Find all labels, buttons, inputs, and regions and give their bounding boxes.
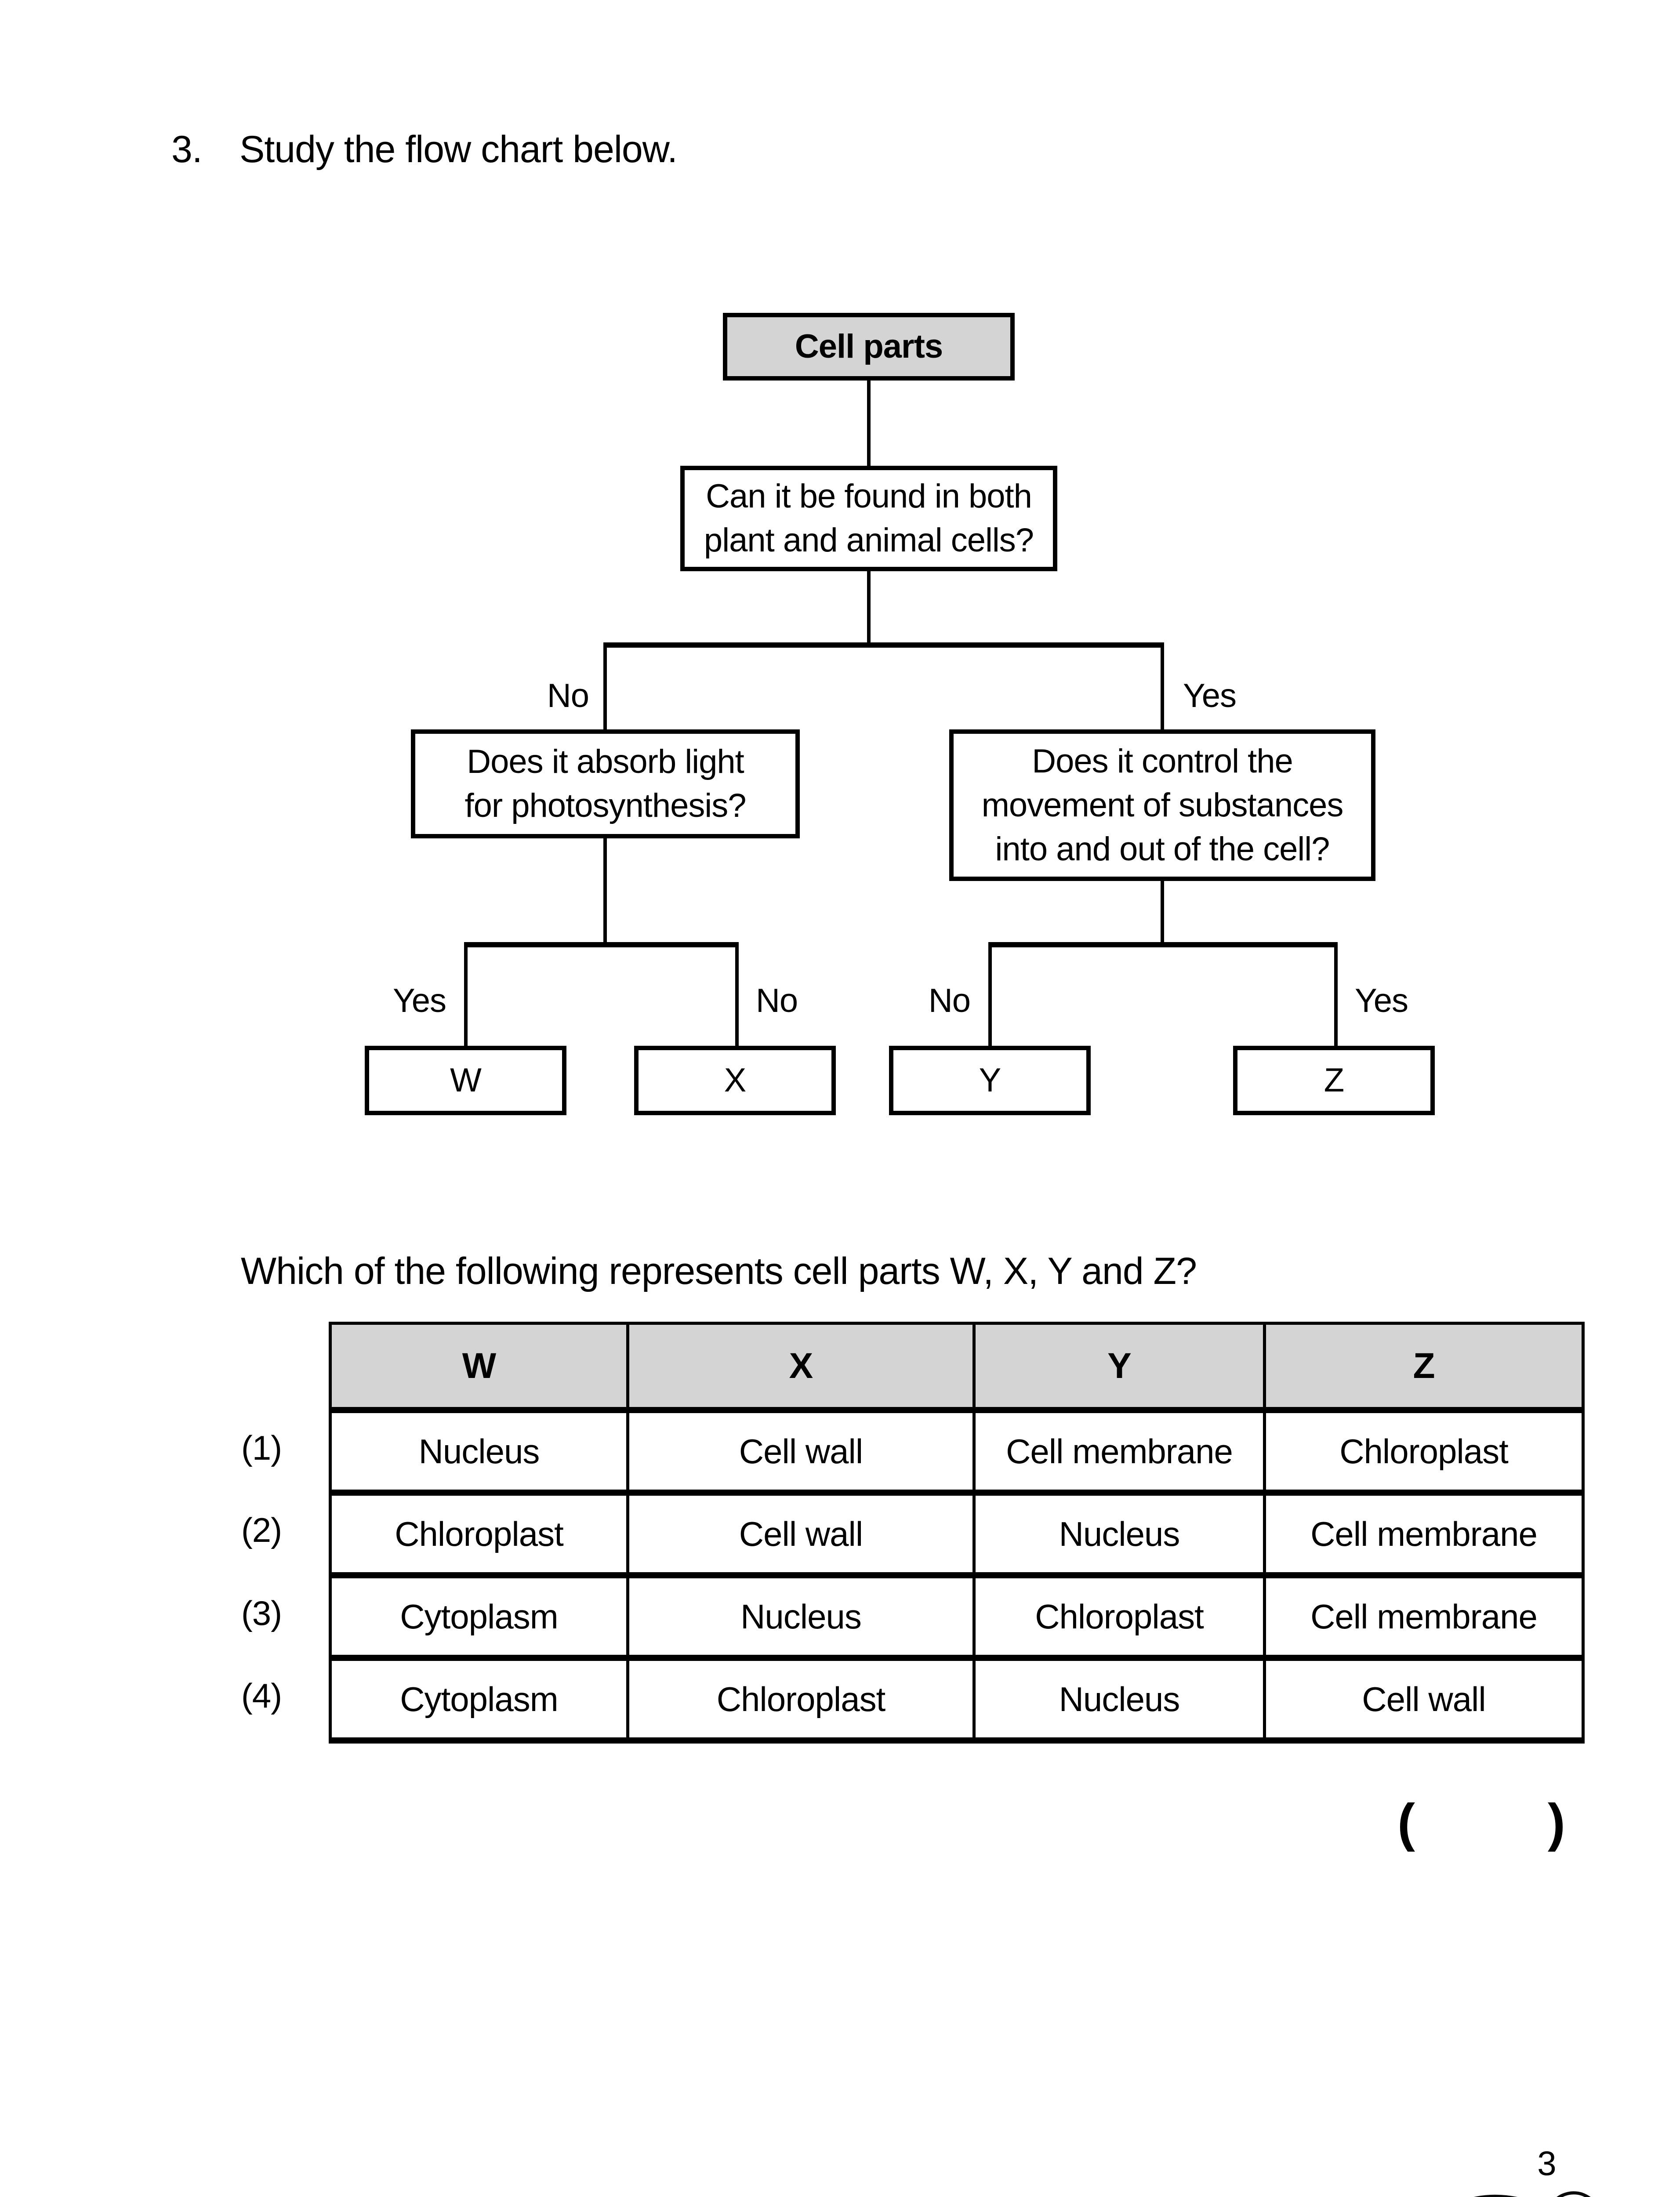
drop-line-w: [464, 942, 468, 1048]
table-row: Cytoplasm Chloroplast Nucleus Cell wall: [329, 1656, 1585, 1744]
branch-label-right-no: No: [928, 982, 971, 1019]
flowchart-left-question-box: Does it absorb light for photosynthesis?: [411, 729, 800, 838]
flowchart-main-question-box: Can it be found in both plant and animal…: [680, 466, 1057, 571]
leaf-box-y: Y: [889, 1046, 1091, 1115]
connector-right-question-to-bar: [1161, 881, 1164, 947]
connector-left-question-to-bar: [603, 838, 607, 947]
table-cell: Cytoplasm: [329, 1573, 629, 1661]
option-row-label-1: (1): [241, 1428, 282, 1467]
table-cell: Cell wall: [626, 1491, 976, 1578]
option-row-label-2: (2): [241, 1511, 282, 1549]
table-row: Chloroplast Cell wall Nucleus Cell membr…: [329, 1491, 1585, 1578]
branch-label-main-yes: Yes: [1183, 677, 1237, 714]
question-number: 3.: [171, 128, 203, 170]
drop-line-yes-branch: [1161, 642, 1164, 730]
flowchart-right-question-box: Does it control the movement of substanc…: [949, 729, 1375, 881]
table-cell: Nucleus: [626, 1573, 976, 1661]
connector-root-to-main: [867, 381, 871, 468]
table-row: Cytoplasm Nucleus Chloroplast Cell membr…: [329, 1573, 1585, 1661]
table-cell: Cell membrane: [1263, 1573, 1585, 1661]
branch-label-main-no: No: [547, 677, 589, 714]
table-cell: Nucleus: [972, 1656, 1266, 1744]
table-cell: Chloroplast: [1263, 1408, 1585, 1496]
table-cell: Chloroplast: [972, 1573, 1266, 1661]
table-cell: Cytoplasm: [329, 1656, 629, 1744]
table-cell: Chloroplast: [626, 1656, 976, 1744]
close-paren: ): [1548, 1793, 1565, 1852]
table-cell: Chloroplast: [329, 1491, 629, 1578]
drop-line-x: [735, 942, 739, 1048]
branch-bar-left: [464, 942, 739, 947]
drop-line-no-branch: [603, 642, 607, 730]
branch-bar-right: [988, 942, 1338, 947]
question-text: Study the flow chart below.: [239, 128, 678, 170]
drop-line-y: [988, 942, 992, 1048]
options-table: W X Y Z Nucleus Cell wall Cell membrane …: [329, 1322, 1585, 1744]
table-cell: Cell membrane: [972, 1408, 1266, 1496]
option-row-label-4: (4): [241, 1676, 282, 1715]
table-header-z: Z: [1263, 1322, 1585, 1413]
table-header-w: W: [329, 1322, 629, 1413]
flowchart-root-box: Cell parts: [723, 313, 1015, 381]
table-cell: Cell wall: [1263, 1656, 1585, 1744]
tadpole-mascot-icon: [1473, 2191, 1591, 2197]
leaf-box-x: X: [634, 1046, 836, 1115]
options-table-header-row: W X Y Z: [329, 1322, 1585, 1413]
connector-main-to-bar: [867, 570, 871, 647]
table-cell: Cell membrane: [1263, 1491, 1585, 1578]
open-paren: (: [1397, 1793, 1415, 1852]
leaf-box-z: Z: [1233, 1046, 1435, 1115]
page-number: 3: [1537, 2144, 1557, 2182]
option-row-label-3: (3): [241, 1594, 282, 1632]
drop-line-z: [1334, 942, 1338, 1048]
branch-label-right-yes: Yes: [1355, 982, 1408, 1019]
table-header-x: X: [626, 1322, 976, 1413]
table-cell: Nucleus: [972, 1491, 1266, 1578]
sub-question-text: Which of the following represents cell p…: [241, 1250, 1197, 1292]
branch-bar-level1: [603, 642, 1164, 648]
table-header-y: Y: [972, 1322, 1266, 1413]
table-cell: Cell wall: [626, 1408, 976, 1496]
table-cell: Nucleus: [329, 1408, 629, 1496]
branch-label-left-yes: Yes: [393, 982, 446, 1019]
table-row: Nucleus Cell wall Cell membrane Chloropl…: [329, 1408, 1585, 1496]
leaf-box-w: W: [365, 1046, 566, 1115]
branch-label-left-no: No: [756, 982, 798, 1019]
